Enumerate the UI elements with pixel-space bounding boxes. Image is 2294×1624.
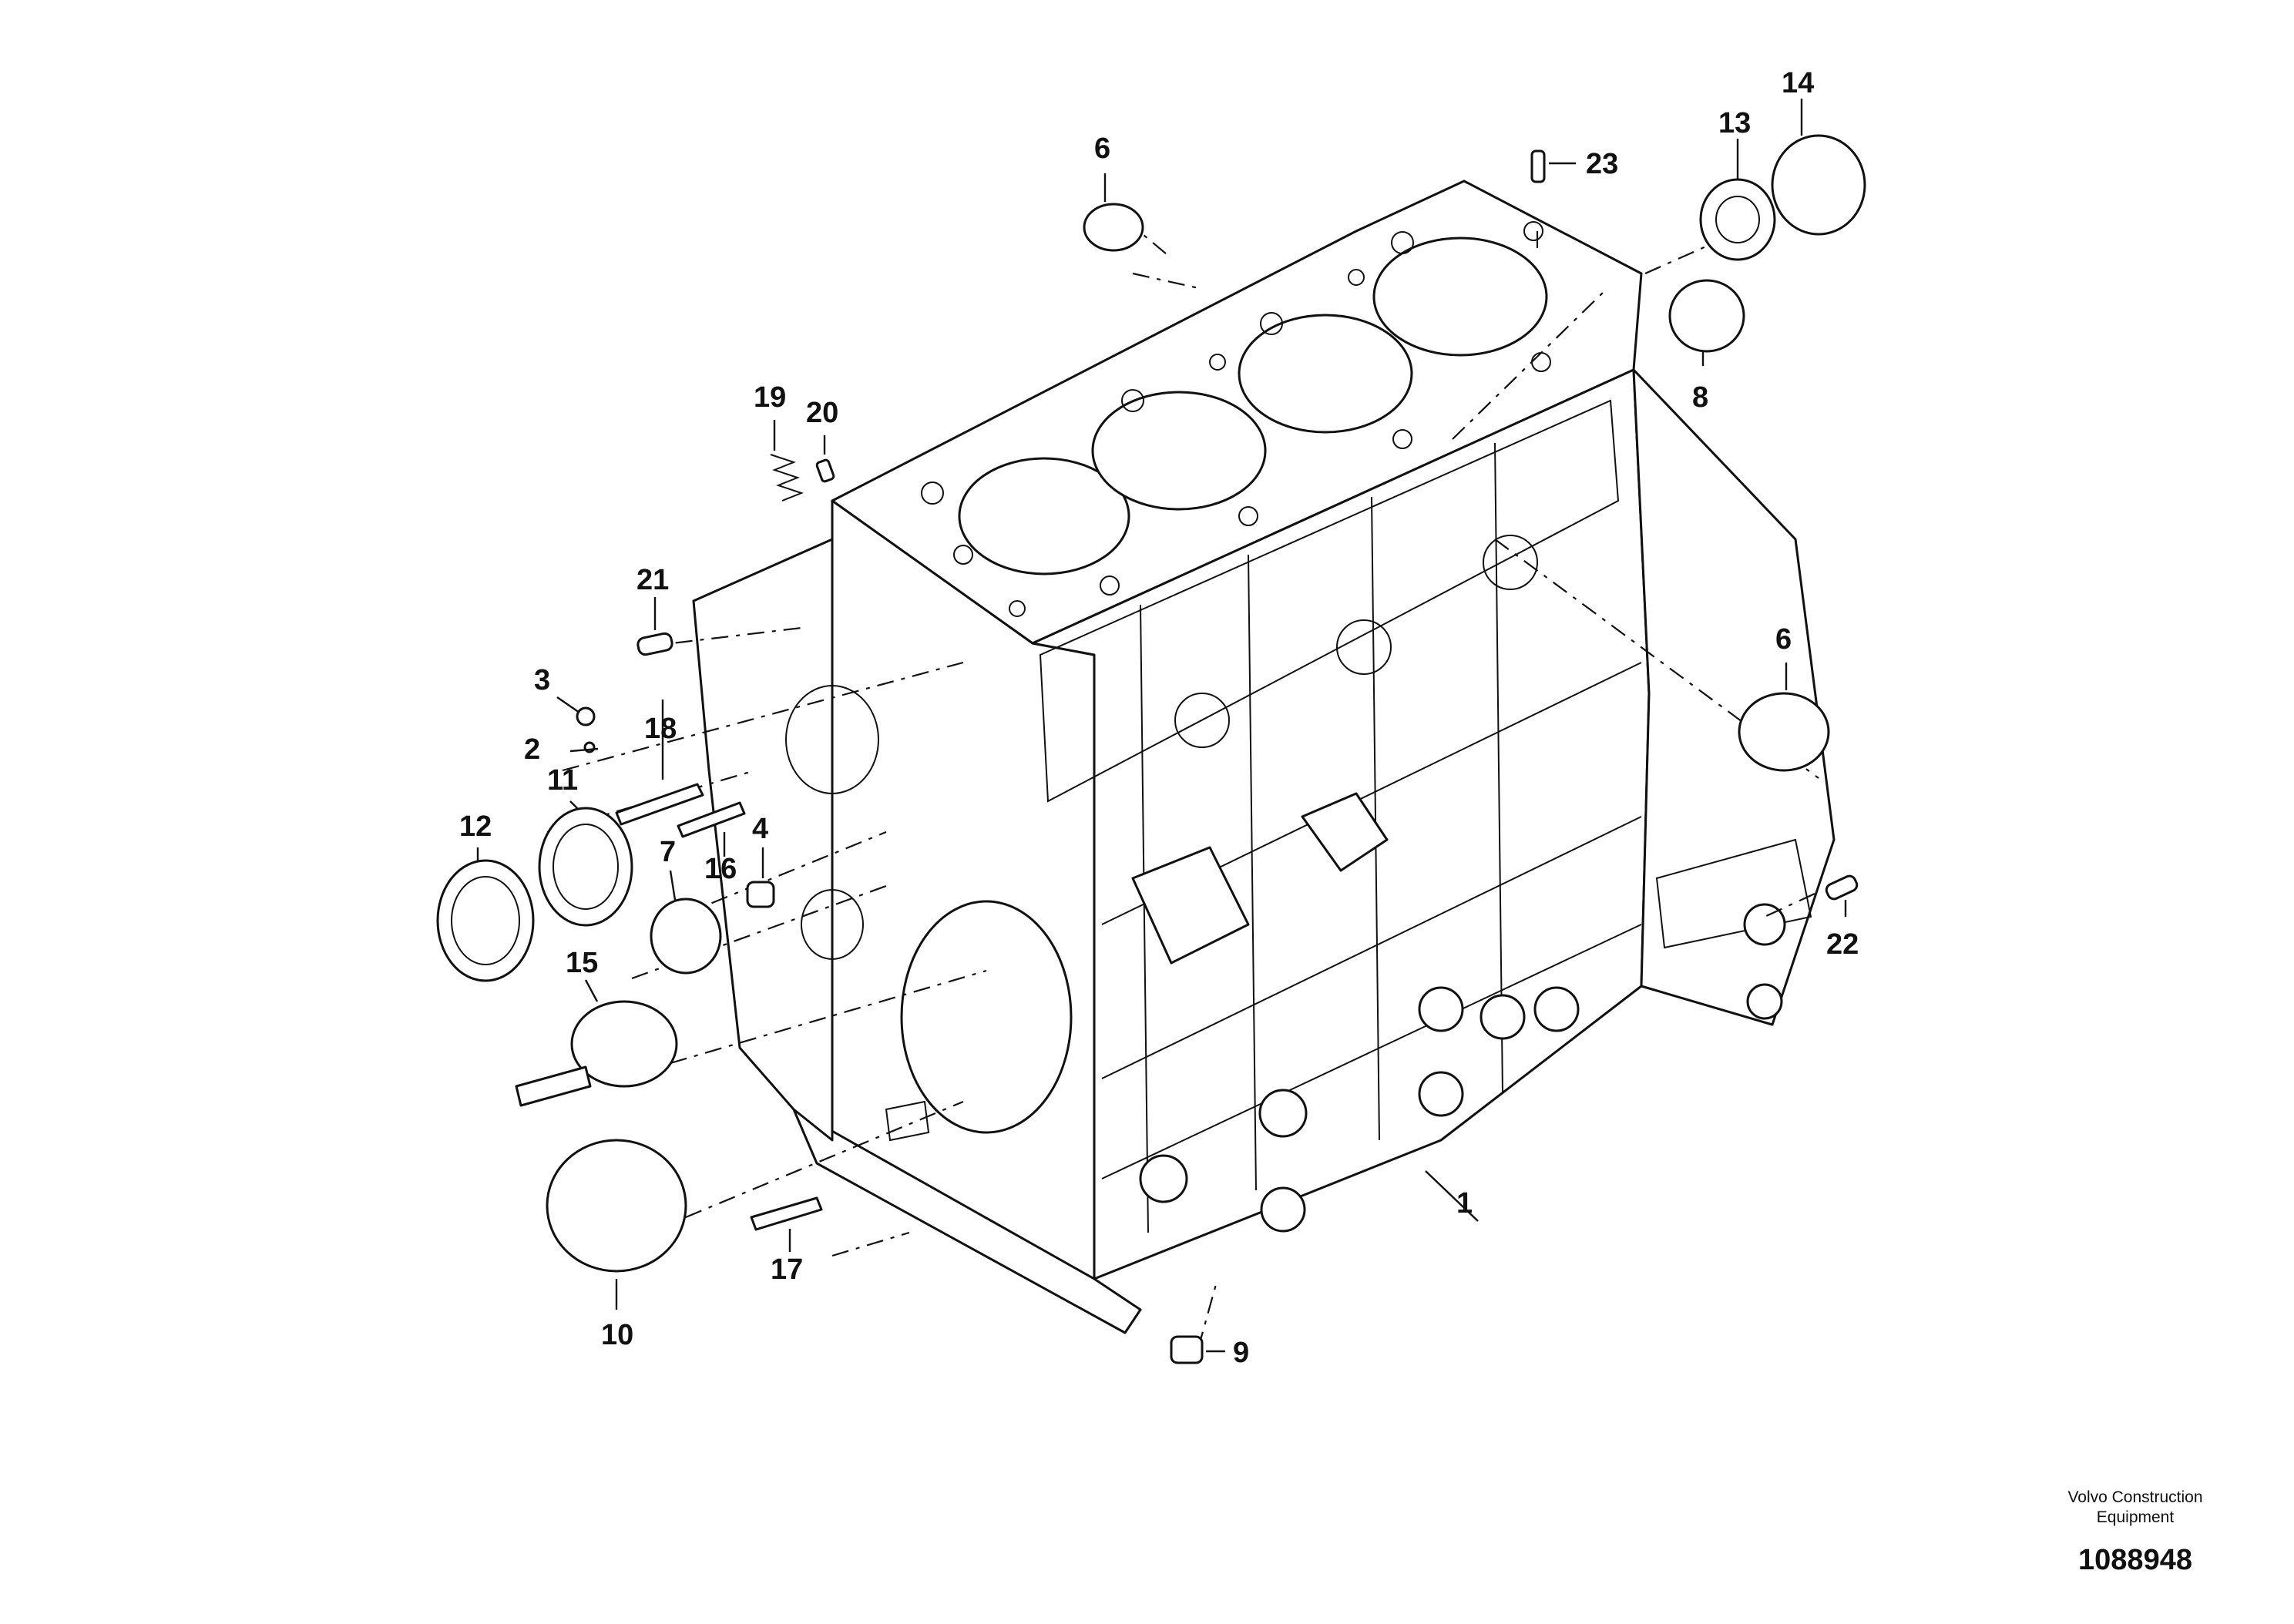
footer-company: Volvo Construction Equipment — [2067, 1488, 2203, 1526]
callout-7: 7 — [660, 836, 676, 868]
callout-21: 21 — [636, 564, 669, 596]
callout-12: 12 — [459, 810, 492, 843]
callout-16: 16 — [704, 853, 737, 885]
callout-9: 9 — [1233, 1337, 1249, 1369]
leader-lines — [476, 99, 1847, 1353]
callout-22: 22 — [1826, 928, 1859, 961]
callout-4: 4 — [752, 813, 768, 845]
callout-1: 1 — [1456, 1187, 1473, 1220]
callout-23: 23 — [1586, 148, 1618, 180]
callout-6-side: 6 — [1775, 623, 1792, 656]
callout-8: 8 — [1692, 381, 1708, 414]
callout-18: 18 — [644, 713, 677, 745]
callout-15: 15 — [566, 947, 598, 979]
callout-19: 19 — [754, 381, 786, 414]
callout-2: 2 — [524, 733, 540, 766]
callout-10: 10 — [601, 1319, 633, 1351]
callout-11: 11 — [547, 764, 578, 797]
cylinder-block — [692, 180, 1836, 1334]
callout-17: 17 — [771, 1253, 803, 1286]
callout-13: 13 — [1718, 107, 1751, 139]
callout-3: 3 — [534, 664, 550, 696]
footer-drawing-number: 1088948 — [2078, 1544, 2192, 1576]
loose-parts — [436, 134, 1866, 1364]
callout-14: 14 — [1782, 67, 1814, 99]
callout-20: 20 — [806, 397, 838, 429]
callout-6-top: 6 — [1094, 133, 1110, 165]
callout-labels: 1 2 3 4 6 6 7 8 9 10 11 12 13 14 15 16 1… — [459, 67, 1859, 1369]
